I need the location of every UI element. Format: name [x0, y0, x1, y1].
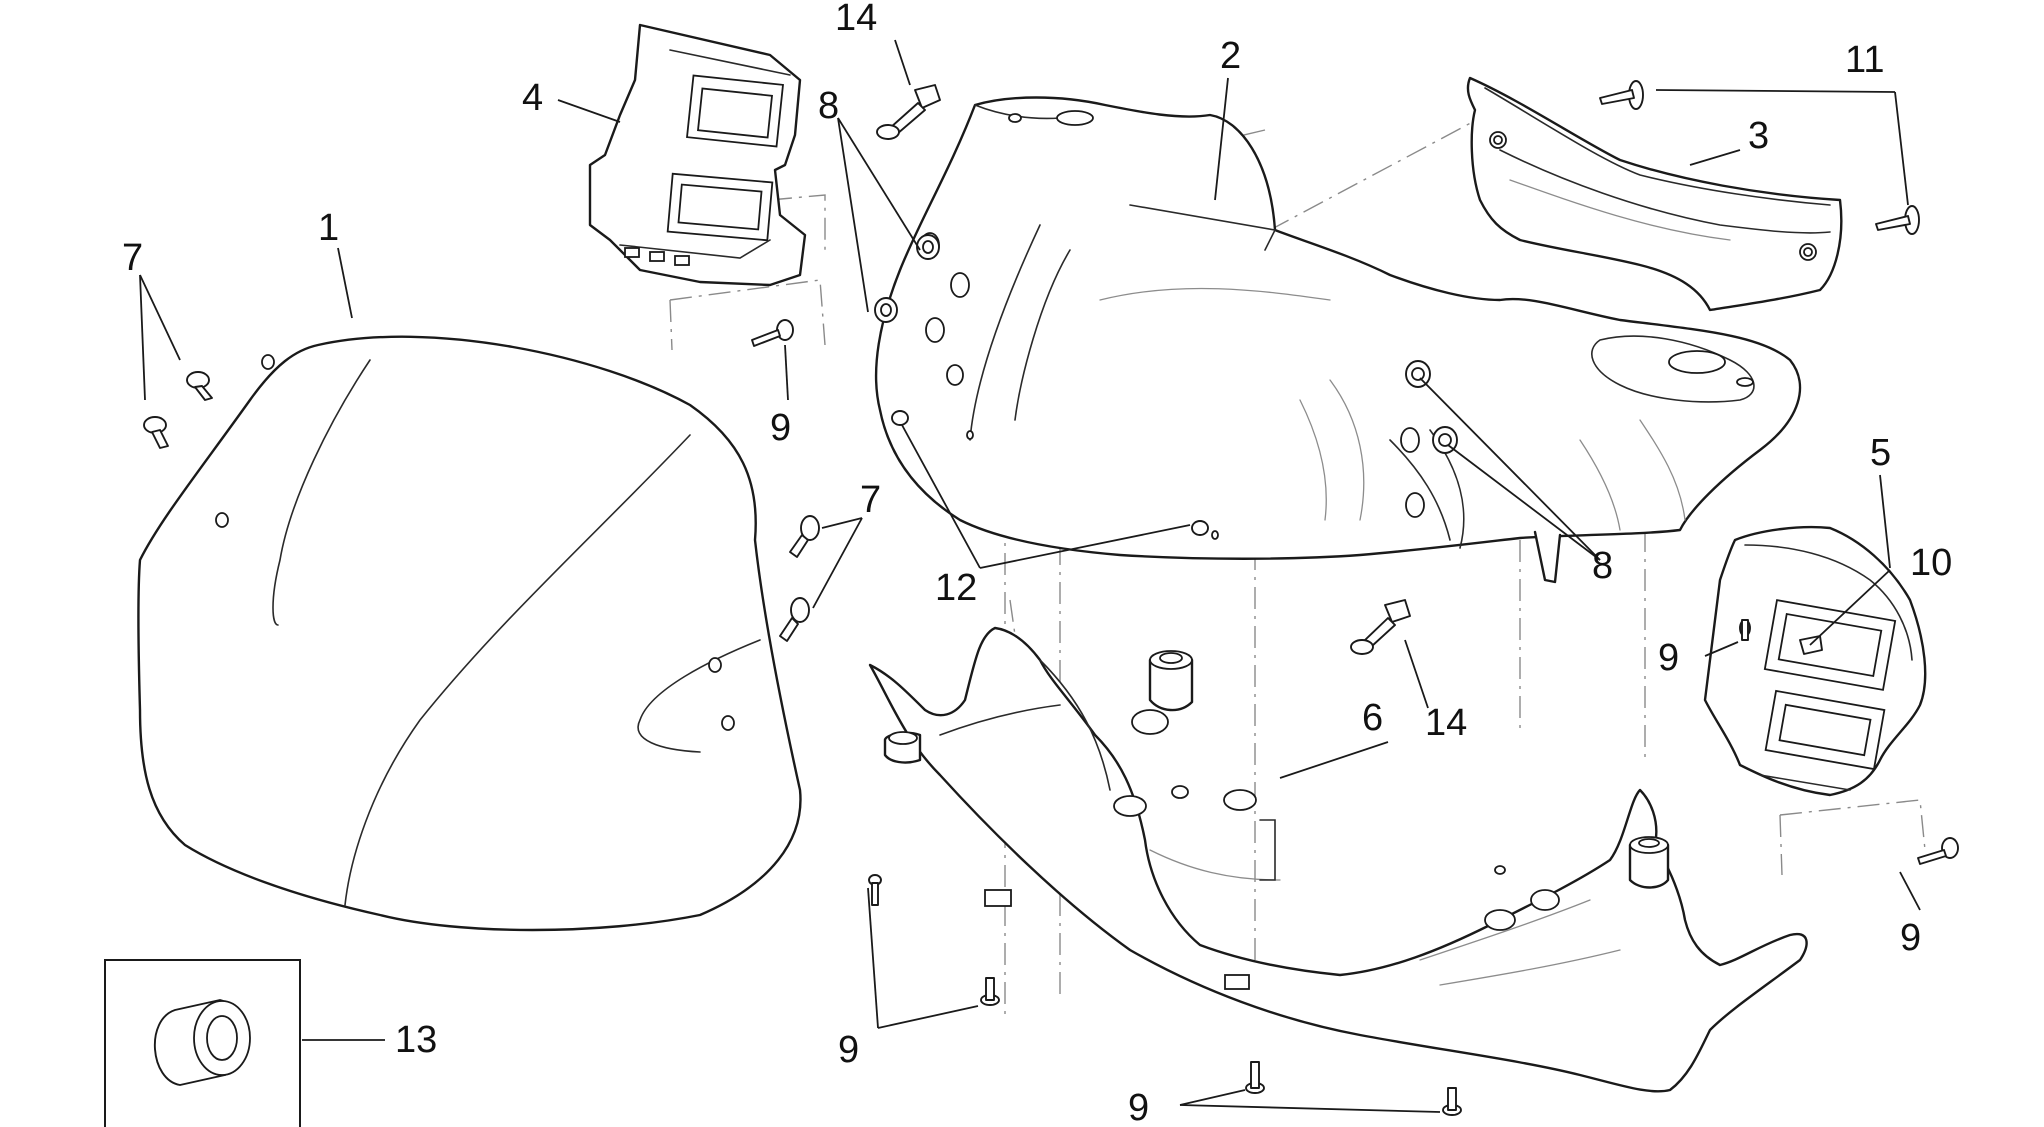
screw-icon	[789, 515, 820, 558]
windshield-mount-hole	[261, 354, 275, 370]
callout-9c: 9	[1128, 1087, 1149, 1127]
windshield-mount-hole	[215, 512, 229, 528]
grommet-icon	[916, 234, 940, 260]
screw-icon	[1599, 80, 1644, 110]
callout-13: 13	[395, 1019, 437, 1061]
callout-10: 10	[1910, 542, 1952, 584]
callout-8a: 8	[818, 85, 839, 127]
callout-2: 2	[1220, 35, 1241, 77]
plug-icon	[1191, 520, 1209, 536]
callout-9a: 9	[770, 407, 791, 449]
leader-lines	[139, 39, 1921, 1113]
screw-icon	[1739, 619, 1751, 641]
grommet-icon	[874, 297, 898, 323]
upper-handlebar-cover	[874, 96, 1802, 584]
rear-cover-plate	[1466, 76, 1843, 312]
lower-handlebar-cover	[868, 626, 1808, 1093]
screw-icon	[1917, 837, 1959, 865]
callout-9e: 9	[1900, 917, 1921, 959]
callout-9d: 9	[1658, 637, 1679, 679]
callout-3: 3	[1748, 115, 1769, 157]
grommet-icon	[1405, 360, 1431, 388]
callout-9b: 9	[838, 1029, 859, 1071]
screw-icon	[1442, 1087, 1462, 1116]
callout-5: 5	[1870, 432, 1891, 474]
callout-7a: 7	[122, 237, 143, 279]
callout-8b: 8	[1592, 545, 1613, 587]
windshield-mount-hole	[708, 657, 722, 673]
screw-icon	[779, 597, 810, 642]
assembly-guide-lines	[669, 109, 1926, 1020]
bushing-detail-box	[104, 959, 301, 1127]
screw-icon	[143, 416, 169, 449]
callout-14b: 14	[1425, 702, 1467, 744]
windshield	[137, 335, 802, 932]
callout-14a: 14	[835, 0, 877, 39]
screw-icon	[868, 874, 882, 906]
instrument-bracket-left	[588, 23, 807, 287]
callout-11: 11	[1845, 39, 1884, 81]
callout-labels: 1 2 3 4 5 6 7 7 8 8 9 9 9 9 9 10 11 12 1…	[122, 0, 1952, 1127]
screw-icon	[980, 977, 1000, 1006]
bolt-icon	[876, 84, 941, 140]
plug-icon	[891, 410, 909, 426]
screw-icon	[1875, 205, 1920, 235]
callout-1: 1	[318, 207, 339, 249]
screw-icon	[751, 319, 794, 347]
callout-6: 6	[1362, 697, 1383, 739]
screw-icon	[1245, 1061, 1265, 1094]
bolt-icon	[1350, 599, 1411, 655]
callout-12: 12	[935, 567, 977, 609]
hardware	[143, 80, 1959, 1116]
callout-7b: 7	[860, 479, 881, 521]
instrument-bracket-right	[1703, 525, 1927, 797]
windshield-mount-hole	[721, 715, 735, 731]
screw-icon	[186, 371, 213, 401]
callout-4: 4	[522, 77, 543, 119]
